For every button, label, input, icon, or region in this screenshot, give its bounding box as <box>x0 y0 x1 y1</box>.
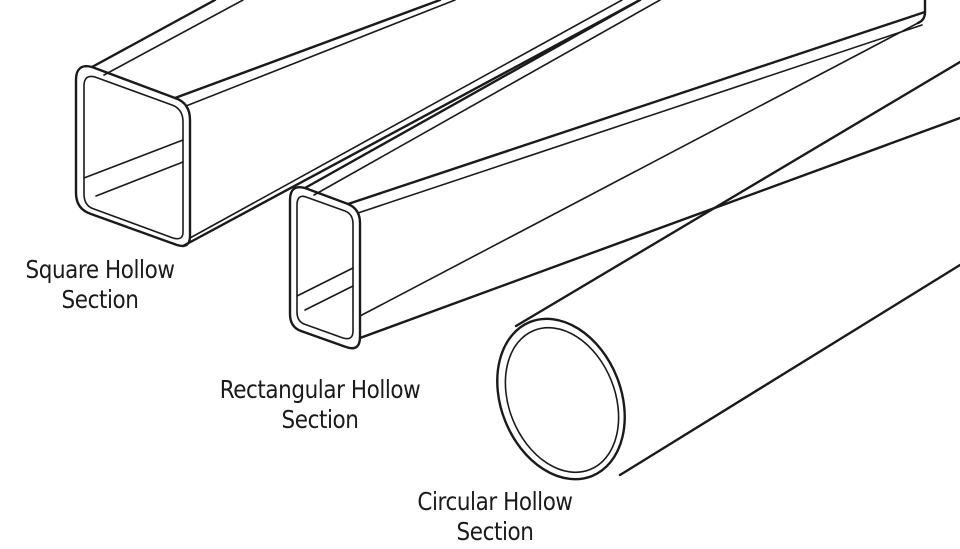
rect-top-edge-back <box>303 0 642 190</box>
rect-interior-edge-1 <box>296 267 354 297</box>
rect-outer-profile <box>288 186 362 350</box>
circle-top-edge <box>514 60 960 328</box>
circle-outer-profile <box>496 317 626 481</box>
rect-top-edge-front <box>346 10 927 206</box>
square-bottom-edge <box>181 0 642 248</box>
square-top-edge-back <box>90 0 217 69</box>
circular-hollow-section <box>496 60 960 481</box>
square-interior-edge-2 <box>95 161 184 197</box>
square-bottom-edge-2 <box>189 0 623 239</box>
square-top-edge-inner <box>103 0 244 76</box>
rect-bottom-edge <box>358 116 960 340</box>
rectangular-label-line2: Section <box>281 405 359 434</box>
square-hollow-section <box>74 0 642 248</box>
square-outer-profile <box>74 65 192 248</box>
square-hollow-section-label: Square Hollow Section <box>18 255 181 315</box>
square-top-edge-front-2 <box>185 0 456 107</box>
rectangular-label-line1: Rectangular Hollow <box>219 375 421 404</box>
rect-inner-profile <box>296 195 354 340</box>
rect-far-corner <box>916 0 927 25</box>
rectangular-hollow-section <box>288 0 960 350</box>
square-top-edge-front <box>173 0 442 100</box>
circle-bottom-edge <box>618 263 960 477</box>
rect-bottom-edge-2 <box>359 22 919 317</box>
circular-label-line2: Section <box>456 517 534 546</box>
square-label-line1: Square Hollow <box>25 255 175 284</box>
rect-top-edge-front-2 <box>357 24 923 214</box>
rect-interior-edge-2 <box>304 285 354 311</box>
circular-label-line1: Circular Hollow <box>417 487 573 516</box>
rectangular-hollow-section-label: Rectangular Hollow Section <box>213 375 428 435</box>
square-interior-edge-1 <box>83 139 184 179</box>
circular-hollow-section-label: Circular Hollow Section <box>405 487 586 547</box>
circle-inner-profile <box>504 326 620 474</box>
square-inner-profile <box>83 75 184 240</box>
rect-top-edge-inner <box>313 0 661 196</box>
square-label-line2: Section <box>61 285 139 314</box>
